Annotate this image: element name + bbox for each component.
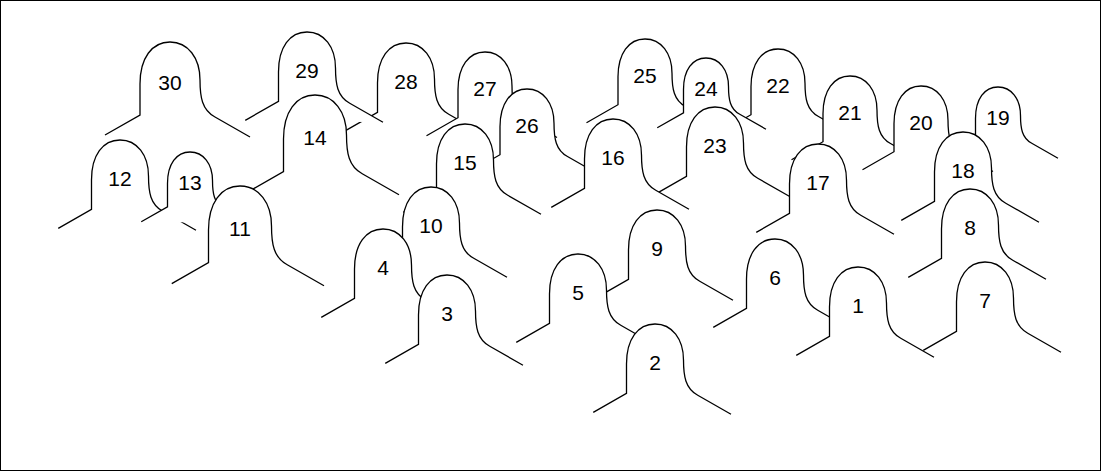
callout-number: 5 (571, 282, 585, 303)
callout-number: 20 (908, 112, 933, 133)
head-outline (756, 144, 894, 234)
callout-number: 23 (702, 135, 727, 156)
head-outline (653, 107, 791, 197)
callout-number: 12 (107, 168, 132, 189)
callout-number: 1 (851, 295, 865, 316)
callout-number: 22 (765, 75, 790, 96)
callout-number: 2 (648, 352, 662, 373)
head-outline (385, 275, 523, 365)
head-outline (172, 186, 324, 286)
callout-number: 13 (177, 172, 202, 193)
callout-number: 15 (452, 152, 477, 173)
head-outline (923, 262, 1061, 352)
head-outline (247, 95, 399, 195)
callout-number: 26 (514, 115, 539, 136)
callout-number: 10 (418, 215, 443, 236)
callout-number: 21 (837, 102, 862, 123)
head-outline (796, 267, 934, 357)
callout-number: 19 (985, 107, 1010, 128)
callout-number: 17 (805, 172, 830, 193)
callout-number: 9 (650, 238, 664, 259)
callout-number: 30 (157, 72, 182, 93)
callout-number: 7 (978, 290, 992, 311)
callout-number: 25 (632, 65, 657, 86)
callout-number: 14 (302, 127, 327, 148)
callout-number: 3 (440, 303, 454, 324)
head-outline (516, 254, 654, 344)
head-outline (595, 210, 733, 300)
callout-number: 29 (294, 60, 319, 81)
callout-number: 24 (693, 78, 718, 99)
callout-number: 6 (768, 267, 782, 288)
callout-number: 18 (950, 160, 975, 181)
callout-number: 27 (472, 78, 497, 99)
callout-number: 4 (376, 257, 390, 278)
head-outline (551, 119, 689, 209)
callout-number: 28 (393, 71, 418, 92)
callout-number: 16 (600, 147, 625, 168)
head-outline (105, 42, 250, 137)
callout-number: 11 (228, 218, 252, 239)
callout-number: 8 (963, 217, 977, 238)
head-outline (593, 324, 731, 414)
